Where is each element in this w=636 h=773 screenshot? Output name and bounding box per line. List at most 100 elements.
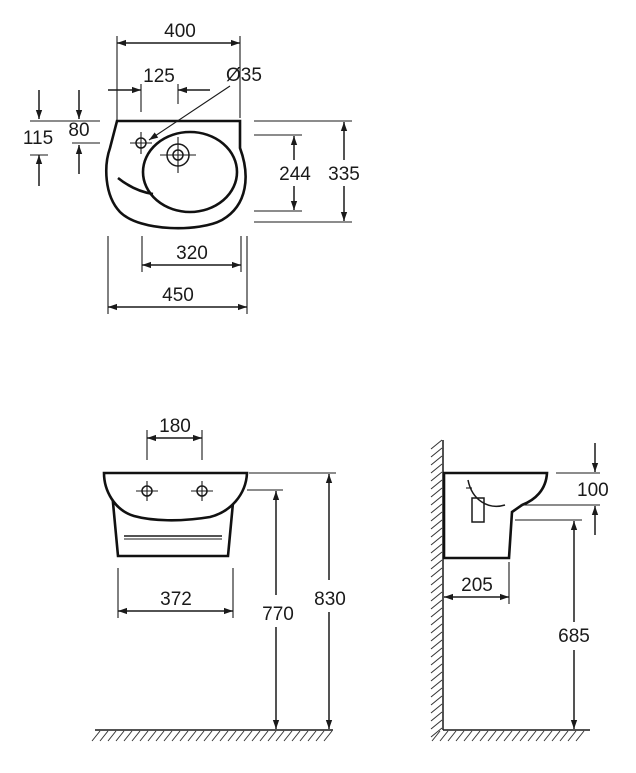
hatch-stroke: [430, 575, 443, 586]
dim-label-770: 770: [262, 604, 294, 625]
hatch-stroke: [123, 730, 133, 742]
hatch-stroke: [447, 730, 457, 742]
hatch-stroke: [91, 730, 101, 742]
hatch-stroke: [131, 730, 141, 742]
siphon-pipe: [471, 497, 485, 523]
hatch-stroke: [307, 730, 317, 742]
hatch-stroke: [575, 730, 585, 742]
hatch-stroke: [430, 511, 443, 522]
hatch-stroke: [187, 730, 197, 742]
hatch-stroke: [431, 730, 441, 742]
hatch-stroke: [511, 730, 521, 742]
wall-hatch: [430, 439, 443, 738]
hatch-stroke: [430, 623, 443, 634]
basin-side: [442, 471, 549, 560]
hatch-stroke: [227, 730, 237, 742]
basin-outline-top: [105, 119, 247, 230]
hatch-stroke: [567, 730, 577, 742]
hatch-stroke: [439, 730, 449, 742]
hatch-stroke: [299, 730, 309, 742]
side-view: 100 205 685: [430, 439, 609, 742]
hatch-stroke: [430, 671, 443, 682]
top-view: 400 125 Ø35 115 80 244 335: [23, 21, 360, 314]
hatch-stroke: [430, 591, 443, 602]
hatch-stroke: [211, 730, 221, 742]
hatch-stroke: [430, 655, 443, 666]
hatch-stroke: [479, 730, 489, 742]
hatch-stroke: [430, 543, 443, 554]
hatch-stroke: [430, 503, 443, 514]
dim-label-685: 685: [558, 626, 590, 647]
dim-label-100: 100: [577, 480, 609, 501]
inner-bowl: [141, 130, 239, 214]
hatch-stroke: [519, 730, 529, 742]
hatch-stroke: [495, 730, 505, 742]
hatch-stroke: [487, 730, 497, 742]
hatch-stroke: [430, 711, 443, 722]
hatch-stroke: [559, 730, 569, 742]
hatch-stroke: [455, 730, 465, 742]
dim-label-180: 180: [159, 416, 191, 437]
hatch-stroke: [219, 730, 229, 742]
dim-label-450: 450: [162, 285, 194, 306]
hatch-stroke: [275, 730, 285, 742]
hatch-stroke: [543, 730, 553, 742]
hatch-stroke: [115, 730, 125, 742]
hatch-stroke: [195, 730, 205, 742]
dim-label-125: 125: [143, 66, 175, 87]
hatch-stroke: [291, 730, 301, 742]
hatch-stroke: [139, 730, 149, 742]
dim-label-830: 830: [314, 589, 346, 610]
hatch-stroke: [430, 647, 443, 658]
hatch-stroke: [251, 730, 261, 742]
dim-label-335: 335: [328, 164, 360, 185]
hatch-stroke: [430, 519, 443, 530]
hatch-stroke: [430, 615, 443, 626]
hatch-stroke: [430, 663, 443, 674]
dim-label-115: 115: [23, 128, 53, 149]
hatch-stroke: [107, 730, 117, 742]
hatch-stroke: [243, 730, 253, 742]
hatch-stroke: [430, 599, 443, 610]
hatch-stroke: [430, 527, 443, 538]
hatch-stroke: [179, 730, 189, 742]
hatch-stroke: [430, 439, 443, 450]
floor-hatch-side: [431, 730, 585, 742]
hatch-stroke: [259, 730, 269, 742]
dim-label-80: 80: [68, 120, 89, 141]
hatch-stroke: [283, 730, 293, 742]
hatch-stroke: [430, 447, 443, 458]
hatch-stroke: [430, 455, 443, 466]
hatch-stroke: [235, 730, 245, 742]
hatch-stroke: [99, 730, 109, 742]
hatch-stroke: [551, 730, 561, 742]
hatch-stroke: [430, 687, 443, 698]
dim-label-35: Ø35: [226, 65, 262, 86]
siphon-bowl: [467, 479, 506, 507]
dim-label-205: 205: [461, 575, 493, 596]
hatch-stroke: [430, 695, 443, 706]
dim-label-372: 372: [160, 589, 192, 610]
overflow-slot: [117, 176, 154, 196]
hatch-stroke: [430, 583, 443, 594]
hatch-stroke: [155, 730, 165, 742]
hatch-stroke: [163, 730, 173, 742]
leader-35: [148, 85, 231, 141]
hatch-stroke: [171, 730, 181, 742]
hatch-stroke: [463, 730, 473, 742]
hatch-stroke: [430, 727, 443, 738]
hatch-stroke: [430, 719, 443, 730]
hatch-stroke: [203, 730, 213, 742]
hatch-stroke: [430, 463, 443, 474]
dim-label-320: 320: [176, 243, 208, 264]
basin-front: [102, 471, 249, 522]
hatch-stroke: [430, 479, 443, 490]
hatch-stroke: [430, 551, 443, 562]
front-view: 180 372 770 830: [91, 416, 346, 742]
floor-hatch-front: [91, 730, 333, 742]
hatch-stroke: [267, 730, 277, 742]
hatch-stroke: [430, 487, 443, 498]
hatch-stroke: [430, 639, 443, 650]
